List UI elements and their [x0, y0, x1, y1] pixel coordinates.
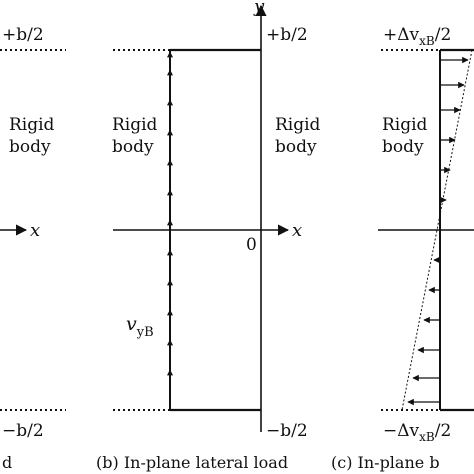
panel-a-bottom-label: −b/2 — [2, 421, 44, 441]
panel-b-v-label: vyB — [126, 313, 154, 340]
panel-c-bottom-label-prefix: −Δv — [383, 421, 420, 441]
panel-b: y x 0 +b/2 −b/2 Rigid body — [96, 0, 321, 472]
panel-c-bottom-label-suffix: /2 — [435, 421, 452, 441]
panel-b-top-label: +b/2 — [266, 25, 308, 45]
panel-b-origin-label: 0 — [246, 235, 257, 255]
panel-c-rigid-line1: Rigid — [382, 115, 428, 135]
panel-b-right-rigid-line2: body — [275, 137, 317, 157]
panel-a-top-label: +b/2 — [2, 25, 44, 45]
panel-c-caption: (c) In-plane b — [331, 453, 440, 472]
panel-a-rigid-line1: Rigid — [9, 115, 55, 135]
panel-c-top-label-suffix: /2 — [435, 25, 452, 45]
panel-c-top-label: +ΔvxB/2 — [383, 25, 451, 48]
panel-a-rigid-line2: body — [9, 137, 51, 157]
panel-b-x-label: x — [292, 220, 302, 241]
panel-c-rigid-line2: body — [382, 137, 424, 157]
panel-a-x-label: x — [30, 220, 40, 241]
panel-b-left-rigid-line1: Rigid — [112, 115, 158, 135]
v-subscript: yB — [136, 325, 154, 340]
panel-b-left-rigid-line2: body — [112, 137, 154, 157]
v-symbol: v — [126, 313, 137, 335]
panel-c-bottom-label: −ΔvxB/2 — [383, 421, 451, 444]
panel-b-y-label: y — [253, 0, 265, 17]
panel-b-caption: (b) In-plane lateral load — [96, 453, 288, 472]
panel-a: +b/2 Rigid body x −b/2 d — [0, 25, 66, 472]
panel-c-bottom-label-sub: xB — [419, 430, 435, 444]
panel-b-bottom-label: −b/2 — [266, 421, 308, 441]
panel-c-top-label-sub: xB — [419, 34, 435, 48]
panel-b-right-rigid-line1: Rigid — [275, 115, 321, 135]
panel-c: +ΔvxB/2 Rigid body −ΔvxB/2 (c) In-plane … — [331, 25, 474, 472]
panel-c-top-label-prefix: +Δv — [383, 25, 420, 45]
panel-c-bending-arrows — [407, 56, 469, 406]
panel-a-caption-fragment: d — [2, 453, 12, 472]
